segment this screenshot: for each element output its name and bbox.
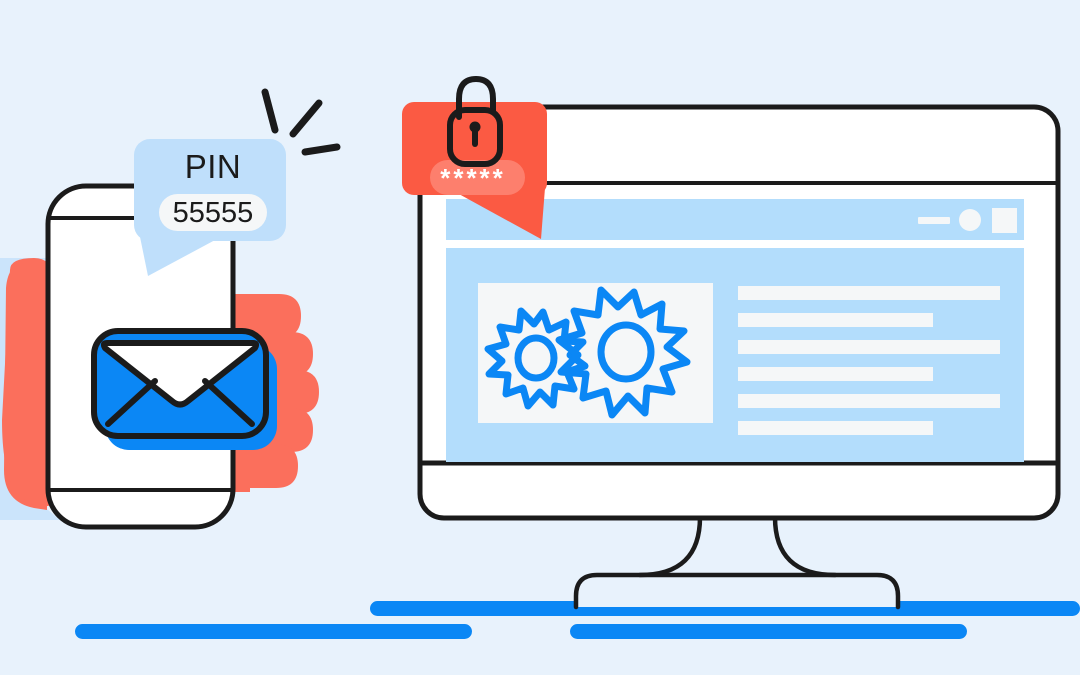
content-text-lines — [738, 286, 1000, 435]
ground-line-1 — [370, 601, 1080, 616]
spark-line-2 — [289, 99, 323, 138]
envelope-icon — [91, 328, 277, 450]
gears-icon — [484, 286, 691, 419]
padlock-body — [447, 107, 503, 167]
spark-line-3 — [301, 143, 341, 156]
content-text-line — [738, 421, 933, 435]
content-text-line — [738, 394, 1000, 408]
pin-code-value: 55555 — [172, 197, 254, 229]
envelope-crease-right — [202, 378, 255, 427]
close-icon[interactable] — [992, 208, 1017, 233]
monitor-stand-neck-left — [637, 514, 703, 578]
envelope-flap — [100, 340, 260, 408]
monitor-stand-base — [573, 572, 901, 610]
password-tooltip — [402, 75, 547, 239]
hand-palm — [2, 258, 52, 507]
open-padlock-icon — [447, 75, 503, 167]
desktop-monitor — [417, 104, 1061, 610]
notification-sparks — [261, 88, 341, 156]
gear-small-hub — [514, 334, 558, 382]
monitor-stand-neck-right — [772, 514, 838, 578]
pin-bubble-tail — [139, 232, 230, 276]
gear-large-outline — [555, 286, 691, 419]
envelope-crease-left — [105, 378, 158, 427]
maximize-icon[interactable] — [959, 209, 981, 231]
gear-large-hub — [597, 321, 655, 383]
masked-password-chip — [430, 160, 525, 195]
pin-message-bubble — [134, 139, 286, 276]
tooltip-tail — [448, 188, 545, 239]
content-text-line — [738, 340, 1000, 354]
minimize-icon[interactable] — [918, 217, 950, 224]
padlock-keyhole-slot — [472, 127, 478, 147]
content-text-line — [738, 286, 1000, 300]
gear-small-outline — [484, 307, 589, 410]
content-text-line — [738, 367, 933, 381]
ground-line-3 — [570, 624, 967, 639]
ground-lines — [75, 601, 1080, 639]
pin-label: PIN — [184, 148, 242, 185]
padlock-shackle — [456, 75, 496, 120]
content-text-line — [738, 313, 933, 327]
smartphone-group — [0, 88, 341, 530]
masked-password-value: ***** — [440, 163, 506, 193]
ground-line-2 — [75, 624, 472, 639]
pin-code-chip — [159, 194, 267, 231]
spark-line-1 — [261, 88, 279, 134]
